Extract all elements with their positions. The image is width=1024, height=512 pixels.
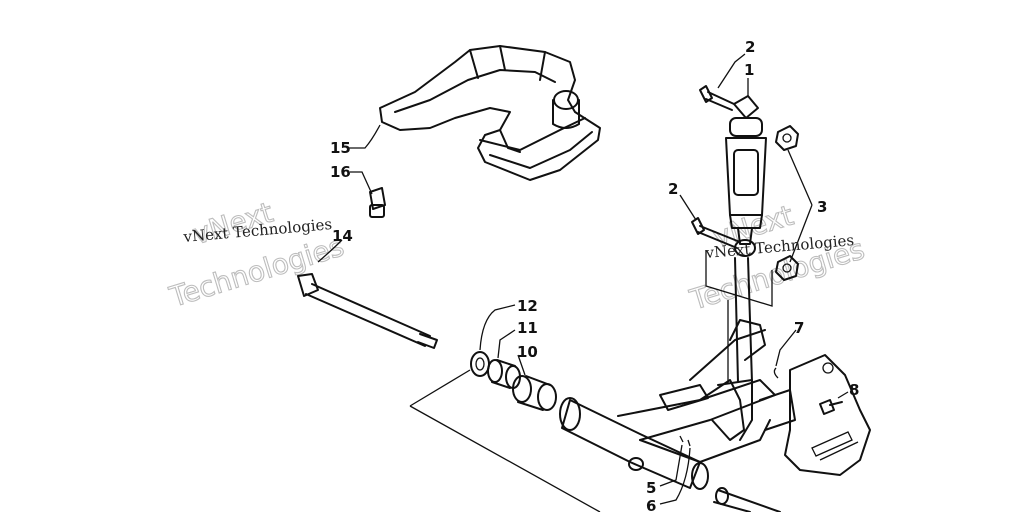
part-15-housing-bracket (379, 45, 601, 181)
part-2-upper-bolt (699, 85, 735, 111)
callout-12: 12 (517, 297, 538, 315)
swing-arm-assembly (559, 257, 871, 512)
part-12-washer (470, 351, 490, 377)
assembly-reference-lines (409, 250, 773, 512)
callout-15: 15 (330, 139, 351, 157)
callout-2-lower: 2 (668, 180, 678, 198)
leader-lines (317, 53, 849, 505)
callout-6: 6 (646, 497, 656, 512)
callout-11: 11 (517, 319, 538, 337)
callout-10: 10 (517, 343, 538, 361)
callout-5: 5 (646, 479, 656, 497)
callout-2-upper: 2 (745, 38, 755, 56)
part-3-upper-nut (775, 125, 799, 151)
watermark-left-big: vNext Technologies (165, 195, 349, 314)
callout-16: 16 (330, 163, 351, 181)
part-8-bolt (819, 399, 843, 415)
callout-7: 7 (794, 319, 804, 337)
callout-1: 1 (744, 61, 754, 79)
callout-3: 3 (817, 198, 827, 216)
part-10-spacer (512, 375, 557, 411)
callout-14: 14 (332, 227, 353, 245)
part-16-bolt (369, 187, 386, 218)
callout-8: 8 (849, 381, 859, 399)
part-11-bushing (487, 359, 521, 389)
part-14-axle-bolt (297, 273, 438, 349)
part-3-lower-nut (775, 255, 799, 281)
